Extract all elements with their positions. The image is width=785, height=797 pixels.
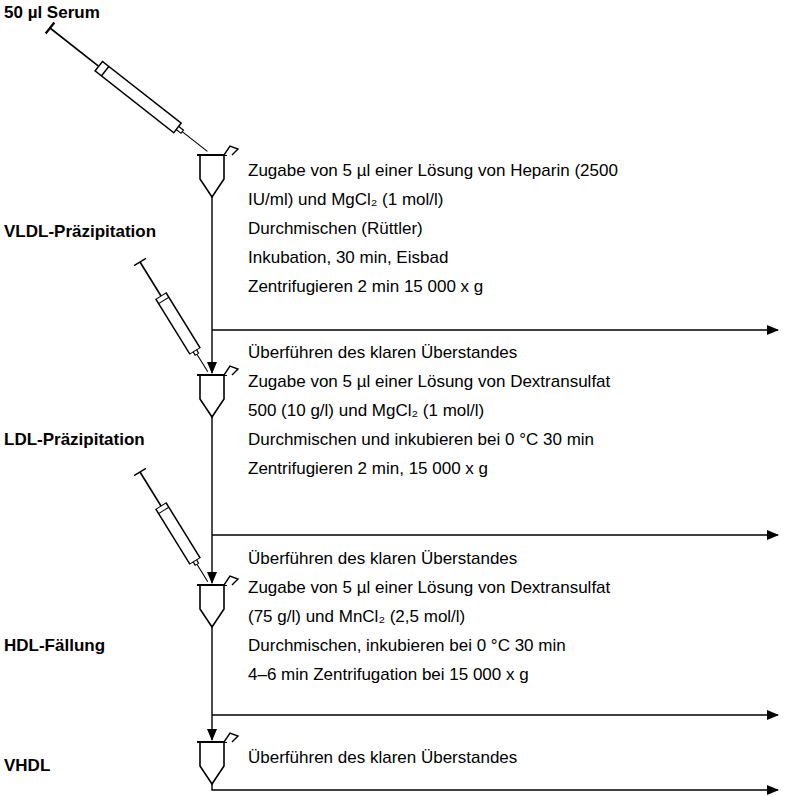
instruction-text: Durchmischen, inkubieren bei 0 °C 30 min <box>248 631 628 660</box>
instruction-text: Zentrifugieren 2 min, 15 000 x g <box>248 454 628 483</box>
instruction-text: Zentrifugieren 2 min 15 000 x g <box>248 272 628 301</box>
flow-arrow <box>211 417 212 583</box>
syringe <box>134 468 214 585</box>
instruction-block: Überführen des klaren ÜberstandesZugabe … <box>248 544 628 689</box>
step-label: 50 µl Serum <box>4 2 100 24</box>
reaction-tube <box>197 576 238 627</box>
output-arrow <box>212 329 778 330</box>
instruction-block: Zugabe von 5 µl einer Lösung von Heparin… <box>248 156 628 301</box>
instruction-text: Zugabe von 5 µl einer Lösung von Dextran… <box>248 367 628 425</box>
output-arrow <box>212 714 778 715</box>
instruction-text: Zugabe von 5 µl einer Lösung von Dextran… <box>248 573 628 631</box>
instruction-text: Durchmischen (Rüttler) <box>248 214 628 243</box>
flow-arrow <box>211 627 212 740</box>
syringe <box>134 258 214 375</box>
instruction-text: 4–6 min Zentrifugation bei 15 000 x g <box>248 660 628 689</box>
step-label: VHDL <box>4 755 50 777</box>
step-label: LDL-Präzipitation <box>4 429 145 451</box>
output-arrow <box>212 534 778 535</box>
flow-arrow <box>211 197 212 373</box>
step-label: HDL-Fällung <box>4 635 105 657</box>
instruction-block: Überführen des klaren ÜberstandesZugabe … <box>248 338 628 483</box>
reaction-tube <box>197 733 238 784</box>
step-label: VLDL-Präzipitation <box>4 221 156 243</box>
reaction-tube <box>197 366 238 417</box>
instruction-text: Durchmischen und inkubieren bei 0 °C 30 … <box>248 425 628 454</box>
instruction-text: Zugabe von 5 µl einer Lösung von Heparin… <box>248 156 628 214</box>
instruction-block: Überführen des klaren Überstandes <box>248 743 628 772</box>
syringe <box>46 22 212 156</box>
reaction-tube <box>197 146 238 197</box>
instruction-text: Überführen des klaren Überstandes <box>248 338 628 367</box>
instruction-text: Überführen des klaren Überstandes <box>248 544 628 573</box>
instruction-text: Inkubation, 30 min, Eisbad <box>248 243 628 272</box>
output-arrow <box>212 784 778 790</box>
instruction-text: Überführen des klaren Überstandes <box>248 743 628 772</box>
